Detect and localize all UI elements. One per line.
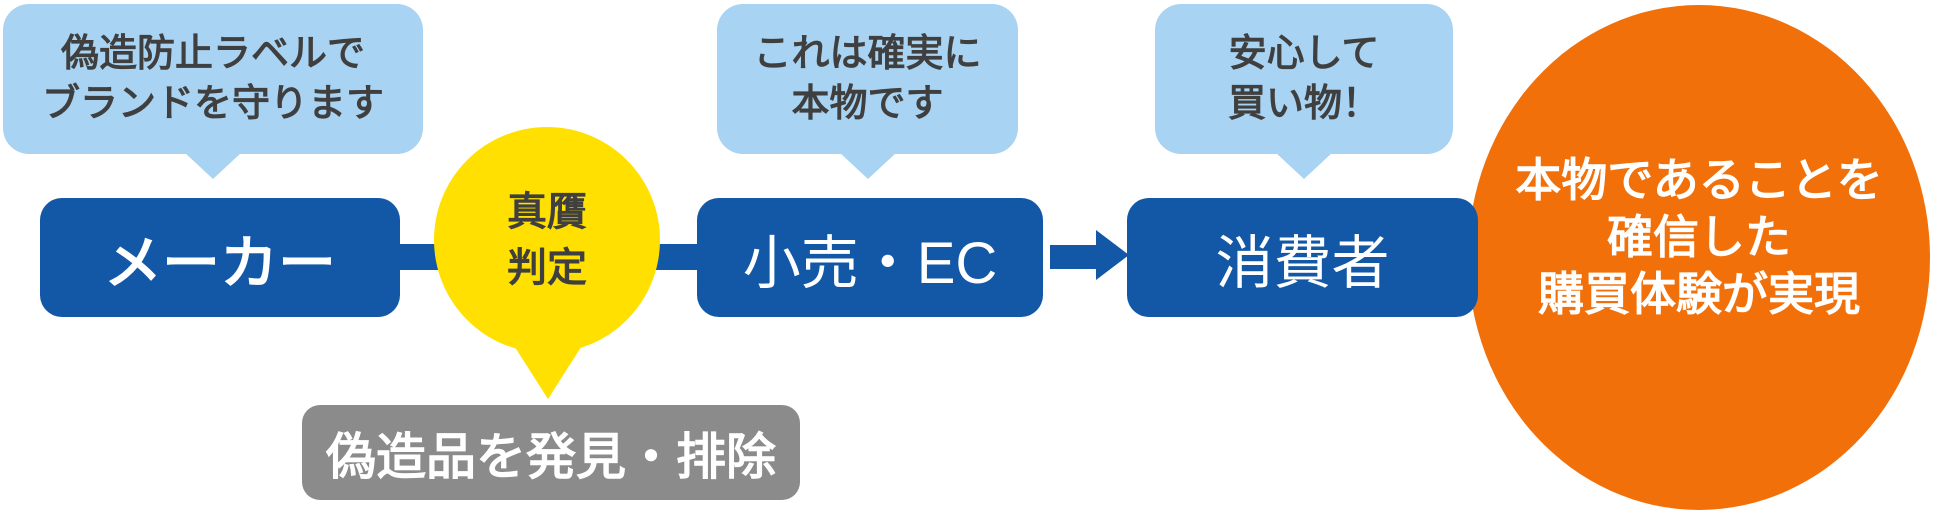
outcome-text: 本物であることを 確信した 購買体験が実現 <box>1515 152 1883 323</box>
speech-bubble-consumer: 安心して 買い物！ <box>1155 4 1453 154</box>
outcome-circle: 本物であることを 確信した 購買体験が実現 <box>1468 5 1930 510</box>
node-manufacturer-label: メーカー <box>103 230 336 296</box>
judgment-line-2: 判定 <box>507 246 587 290</box>
speech-bubble-manufacturer: 偽造防止ラベルで ブランドを守ります <box>3 4 423 154</box>
connector-manufacturer-to-judgment <box>396 244 438 270</box>
speech-bubble-manufacturer-tail <box>184 152 242 179</box>
node-consumer: 消費者 <box>1127 198 1478 317</box>
node-consumer-label: 消費者 <box>1215 230 1390 296</box>
speech-bubble-consumer-tail <box>1275 152 1333 179</box>
speech-bubble-retail: これは確実に 本物です <box>717 4 1018 154</box>
judgment-circle: 真贋 判定 <box>434 127 660 353</box>
counterfeit-detection-note-label: 偽造品を発見・排除 <box>326 428 776 485</box>
speech-bubble-retail-line-1: これは確実に <box>753 33 982 75</box>
speech-bubble-manufacturer-line-1: 偽造防止ラベルで <box>60 33 365 75</box>
counterfeit-detection-note: 偽造品を発見・排除 <box>302 405 800 500</box>
speech-bubble-consumer-line-2: 買い物！ <box>1227 83 1380 125</box>
speech-bubble-retail-line-2: 本物です <box>791 83 944 125</box>
connector-judgment-to-retail <box>656 244 700 270</box>
outcome-line-3: 購買体験が実現 <box>1537 268 1860 320</box>
judgment-line-1: 真贋 <box>507 190 587 234</box>
outcome-line-1: 本物であることを <box>1515 154 1883 206</box>
speech-bubble-retail-tail <box>839 152 897 179</box>
outcome-line-2: 確信した <box>1606 211 1791 263</box>
speech-bubble-consumer-line-1: 安心して <box>1228 33 1380 75</box>
arrow-retail-to-consumer-head-icon <box>1096 230 1129 280</box>
arrow-retail-to-consumer-shaft <box>1050 245 1097 269</box>
speech-bubble-manufacturer-line-2: ブランドを守ります <box>41 83 384 125</box>
node-retail-ec: 小売・EC <box>697 198 1043 317</box>
node-manufacturer: メーカー <box>40 198 400 317</box>
node-retail-ec-label: 小売・EC <box>742 230 998 296</box>
